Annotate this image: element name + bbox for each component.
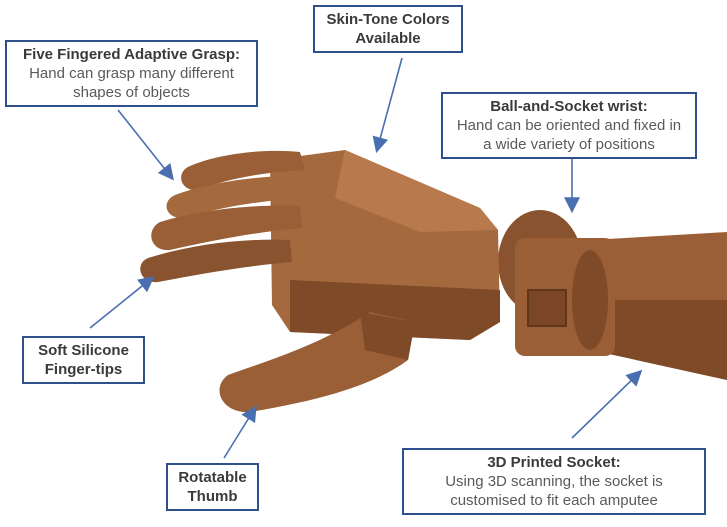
wrist-description: Hand can be oriented and fixed in a wide… <box>456 117 682 153</box>
thumb-callout: Rotatable Thumb <box>166 463 259 511</box>
thumb <box>219 312 415 413</box>
grasp-description: Hand can grasp many different shapes of … <box>29 65 234 101</box>
silicone-pointer-arrow <box>89 275 155 329</box>
grasp-pointer-arrow <box>117 109 174 181</box>
fingers <box>140 150 308 283</box>
socket-pointer-arrow <box>571 369 643 439</box>
wrist-callout: Ball-and-Socket wrist: Hand can be orien… <box>441 92 697 159</box>
socket-callout: 3D Printed Socket: Using 3D scanning, th… <box>402 448 706 515</box>
thumb-title: Rotatable Thumb <box>178 469 247 505</box>
skin-tone-title: Skin-Tone Colors Available <box>326 11 450 47</box>
palm <box>270 150 500 340</box>
wrist-title: Ball-and-Socket wrist: <box>490 98 648 115</box>
grasp-callout: Five Fingered Adaptive Grasp: Hand can g… <box>5 40 258 107</box>
silicone-title: Soft Silicone Finger-tips <box>38 342 129 378</box>
forearm-socket <box>590 232 727 380</box>
skin-tone-pointer-arrow <box>372 57 403 154</box>
socket-description: Using 3D scanning, the socket is customi… <box>445 473 663 509</box>
grasp-title: Five Fingered Adaptive Grasp: <box>23 46 240 63</box>
socket-title: 3D Printed Socket: <box>487 454 621 471</box>
skin-tone-callout: Skin-Tone Colors Available <box>313 5 463 53</box>
silicone-callout: Soft Silicone Finger-tips <box>22 336 145 384</box>
wrist-joint <box>498 210 615 356</box>
thumb-pointer-arrow <box>223 405 257 459</box>
